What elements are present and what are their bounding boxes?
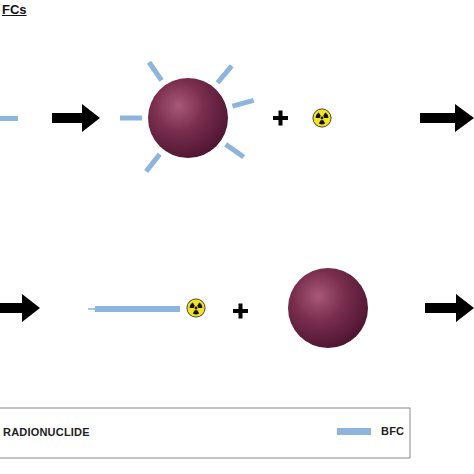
bfc-tail (88, 308, 96, 310)
legend-swatch (337, 428, 371, 435)
block-arrow (0, 294, 40, 322)
bfc-bar (95, 306, 180, 312)
block-arrow (425, 294, 474, 322)
bfc-bar (0, 116, 18, 121)
legend-label: RADIONUCLIDE (3, 426, 90, 438)
radionuclide-symbol (187, 299, 205, 317)
heading: FCs (2, 2, 27, 17)
legend-frame (0, 408, 410, 458)
radionuclide-symbol (313, 109, 331, 127)
block-arrow (52, 104, 100, 132)
nanoparticle-sphere (148, 78, 228, 158)
block-arrow (420, 104, 474, 132)
plus-sign (273, 111, 288, 126)
nanoparticle-sphere (288, 268, 368, 348)
bfc-sticks (120, 61, 254, 173)
plus-sign (233, 304, 248, 319)
legend-label: BFC (381, 425, 404, 437)
